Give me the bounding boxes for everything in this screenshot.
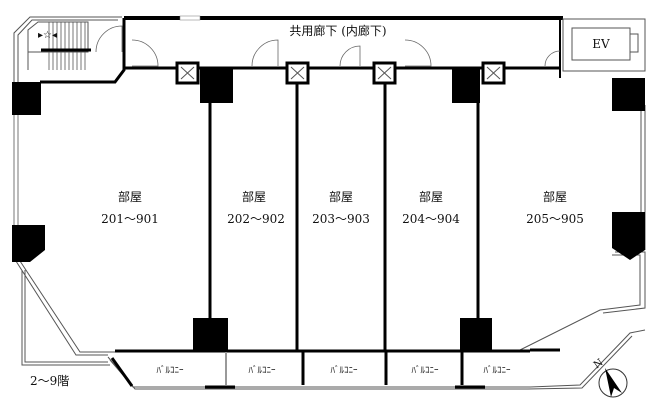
svg-text:部屋: 部屋 [543, 189, 567, 204]
svg-text:部屋: 部屋 [329, 189, 353, 204]
room-203: 部屋 203～903 [312, 189, 370, 226]
compass-icon: N [592, 357, 628, 398]
room-204: 部屋 204～904 [402, 189, 460, 226]
svg-text:204～904: 204～904 [402, 212, 460, 226]
svg-text:部屋: 部屋 [242, 189, 266, 204]
elevator: EV [562, 18, 646, 72]
balcony-label: ﾊﾞﾙｺﾆｰ [156, 365, 184, 376]
balcony-label: ﾊﾞﾙｺﾆｰ [330, 365, 358, 376]
duct-shafts [175, 61, 506, 85]
stair-arrow-icon: ▸☆◂ [38, 30, 57, 41]
compass-north-label: N [592, 357, 606, 371]
svg-text:部屋: 部屋 [419, 189, 443, 204]
balcony-label: ﾊﾞﾙｺﾆｰ [483, 365, 511, 376]
doors [95, 25, 561, 67]
room-205: 部屋 205～905 [526, 189, 584, 226]
balcony-label: ﾊﾞﾙｺﾆｰ [248, 365, 276, 376]
svg-text:部屋: 部屋 [118, 189, 142, 204]
balcony-label: ﾊﾞﾙｺﾆｰ [411, 365, 439, 376]
corridor-label: 共用廊下 (内廊下) [289, 23, 386, 38]
elevator-label: EV [592, 37, 610, 51]
staircase: ▸☆◂ [27, 21, 91, 70]
floor-label: 2～9階 [30, 373, 69, 388]
svg-text:203～903: 203～903 [312, 212, 370, 226]
svg-text:201～901: 201～901 [101, 212, 159, 226]
balconies: ﾊﾞﾙｺﾆｰ ﾊﾞﾙｺﾆｰ ﾊﾞﾙｺﾆｰ ﾊﾞﾙｺﾆｰ ﾊﾞﾙｺﾆｰ [156, 365, 511, 376]
columns [12, 68, 645, 352]
svg-text:202～902: 202～902 [227, 212, 285, 226]
svg-text:205～905: 205～905 [526, 212, 584, 226]
room-202: 部屋 202～902 [227, 189, 285, 226]
room-201: 部屋 201～901 [101, 189, 159, 226]
